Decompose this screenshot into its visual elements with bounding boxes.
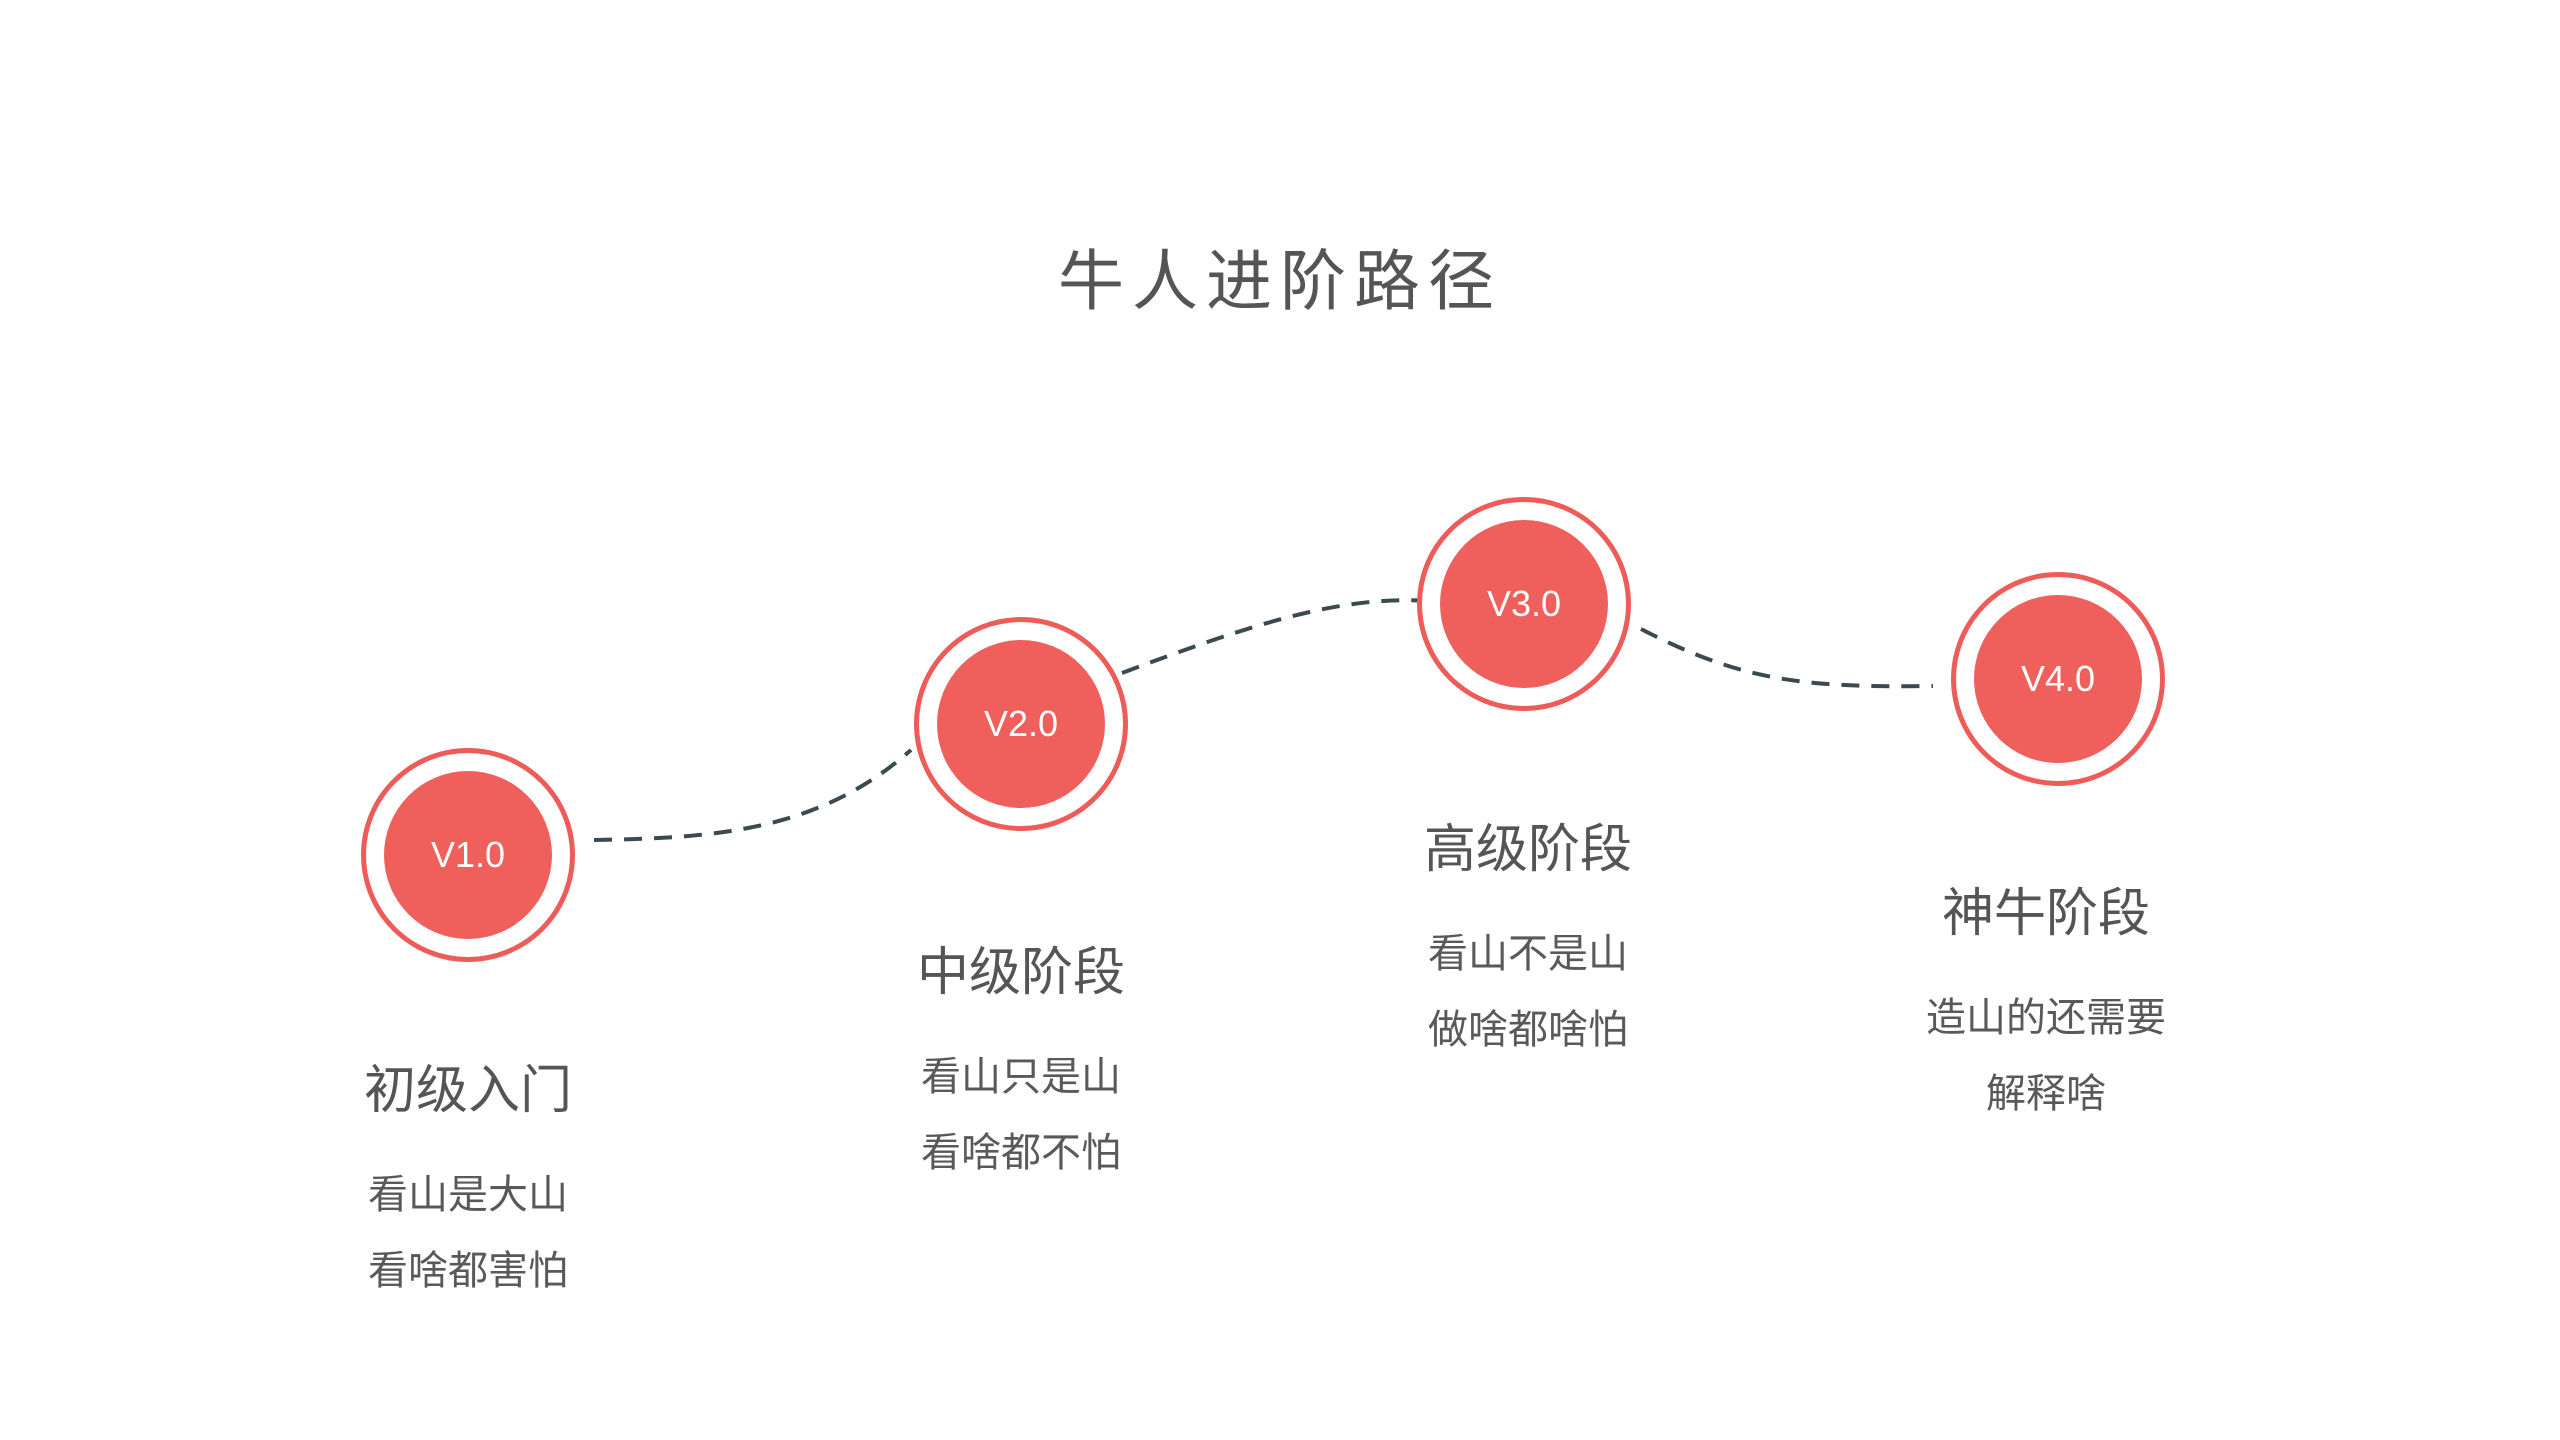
- stage-desc-line: 做啥都啥怕: [1428, 1008, 1628, 1052]
- stage-name: 高级阶段: [1423, 821, 1632, 879]
- connector-2-3: [1121, 598, 1429, 675]
- stage-name: 神牛阶段: [1941, 885, 2150, 943]
- stage-2: 中级阶段 看山只是山 看啥都不怕: [821, 943, 1221, 1191]
- stage-desc-line: 看啥都害怕: [368, 1249, 568, 1293]
- stage-desc-line: 看山不是山: [1428, 932, 1628, 976]
- stage-1: 初级入门 看山是大山 看啥都害怕: [268, 1061, 668, 1309]
- stage-desc-line: 解释啥: [1986, 1072, 2106, 1116]
- stage-desc-line: 看山是大山: [368, 1173, 568, 1217]
- milestone-v4: V4.0: [1951, 572, 2165, 786]
- milestone-v2: V2.0: [914, 617, 1128, 831]
- milestone-v3: V3.0: [1417, 497, 1631, 711]
- stage-name: 中级阶段: [916, 944, 1125, 1002]
- milestone-v1: V1.0: [361, 748, 575, 962]
- stage-3: 高级阶段 看山不是山 做啥都啥怕: [1328, 820, 1728, 1068]
- version-label: V2.0: [937, 640, 1105, 808]
- connector-3-4: [1640, 627, 1934, 689]
- stage-4: 神牛阶段 造山的还需要 解释啥: [1846, 884, 2246, 1132]
- page-title: 牛人进阶路径: [1058, 244, 1502, 318]
- stage-desc-line: 看啥都不怕: [921, 1131, 1121, 1175]
- stage-name: 初级入门: [363, 1062, 572, 1120]
- version-label: V3.0: [1440, 520, 1608, 688]
- stage-desc-line: 看山只是山: [921, 1055, 1121, 1099]
- stage-desc-line: 造山的还需要: [1926, 996, 2166, 1040]
- version-label: V1.0: [384, 771, 552, 939]
- version-label: V4.0: [1974, 595, 2142, 763]
- connector-1-2: [593, 748, 913, 842]
